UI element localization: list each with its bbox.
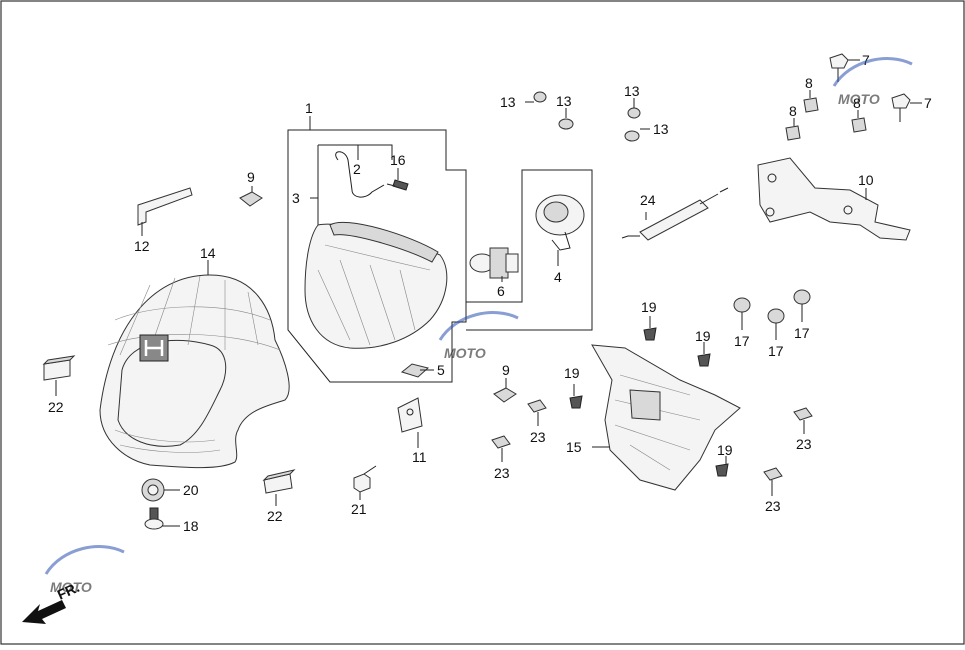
callout-7b: 7 — [924, 95, 932, 111]
nut-part-8b — [785, 125, 801, 141]
callout-24: 24 — [640, 192, 656, 208]
callout-12: 12 — [134, 238, 150, 254]
block-part-22a — [42, 355, 76, 381]
bracket-2-3 — [317, 144, 393, 225]
front-direction-arrow-icon — [22, 600, 66, 624]
nut-part-8c — [851, 117, 867, 133]
bulb-part-6 — [469, 247, 519, 279]
callout-21: 21 — [351, 501, 367, 517]
bolt-part-7b — [891, 93, 911, 122]
callout-16: 16 — [390, 152, 406, 168]
headlight-unit-part-1 — [304, 221, 448, 349]
socket-part-4 — [535, 194, 585, 251]
grommet-part-17-set — [733, 289, 811, 324]
callout-5: 5 — [437, 362, 445, 378]
callout-23c: 23 — [796, 436, 812, 452]
pin-part-18 — [144, 507, 164, 530]
screw-part-16 — [386, 179, 409, 191]
speed-nut-part-23-set — [491, 399, 813, 481]
callout-17a: 17 — [734, 333, 750, 349]
callout-19a: 19 — [641, 299, 657, 315]
block-part-22b — [262, 469, 296, 494]
callout-17b: 17 — [768, 343, 784, 359]
callout-23b: 23 — [494, 465, 510, 481]
watermark-top-right: MOTO — [832, 57, 913, 107]
headlight-cowl-part-14 — [99, 274, 290, 469]
leader-lines — [55, 59, 922, 527]
callout-23d: 23 — [765, 498, 781, 514]
callout-4: 4 — [554, 269, 562, 285]
nut-part-9a — [239, 191, 263, 207]
nut-part-8a — [803, 97, 819, 113]
callout-1: 1 — [305, 100, 313, 116]
callout-2: 2 — [353, 161, 361, 177]
watermark-text: MOTO — [838, 91, 880, 107]
callout-13c: 13 — [624, 83, 640, 99]
wire-harness-part-24 — [621, 187, 729, 241]
callout-8a: 8 — [805, 75, 813, 91]
callout-6: 6 — [497, 283, 505, 299]
callout-19d: 19 — [717, 442, 733, 458]
callout-22a: 22 — [48, 399, 64, 415]
callout-19b: 19 — [695, 328, 711, 344]
callout-20: 20 — [183, 482, 199, 498]
callout-18: 18 — [183, 518, 199, 534]
bracket-part-12 — [137, 187, 193, 226]
callout-19c: 19 — [564, 365, 580, 381]
callout-11: 11 — [412, 449, 427, 465]
callout-13d: 13 — [653, 121, 669, 137]
inner-bracket-part-15 — [591, 344, 741, 491]
spring-clip-part-2 — [335, 151, 385, 198]
callout-10: 10 — [858, 172, 874, 188]
assembly-group-outline-4 — [466, 169, 593, 331]
bolt-part-21 — [353, 465, 377, 493]
watermark-text: MOTO — [444, 345, 486, 361]
callout-17c: 17 — [794, 325, 810, 341]
watermark-center: MOTO — [438, 311, 519, 361]
callout-13b: 13 — [556, 93, 572, 109]
callout-9b: 9 — [502, 362, 510, 378]
callout-15: 15 — [566, 439, 582, 455]
callout-14: 14 — [200, 245, 216, 261]
callout-3: 3 — [292, 190, 300, 206]
clip-part-5 — [400, 363, 430, 378]
callout-labels: 1 2 3 16 4 5 6 7 7 8 8 8 9 9 10 11 12 13… — [48, 52, 932, 534]
callout-9a: 9 — [247, 169, 255, 185]
screw-part-19-set — [569, 327, 729, 477]
grommet-part-20 — [141, 478, 165, 502]
callout-22b: 22 — [267, 508, 283, 524]
grommet-part-13-set — [533, 91, 641, 142]
watermark-bottom-left: MOTO — [44, 545, 125, 595]
callout-8c: 8 — [853, 95, 861, 111]
nut-part-9b — [493, 387, 517, 403]
callout-8b: 8 — [789, 103, 797, 119]
callout-7a: 7 — [862, 52, 870, 68]
callout-13a: 13 — [500, 94, 516, 110]
bracket-part-10 — [757, 157, 911, 241]
watermark-text: MOTO — [50, 579, 92, 595]
callout-23a: 23 — [530, 429, 546, 445]
